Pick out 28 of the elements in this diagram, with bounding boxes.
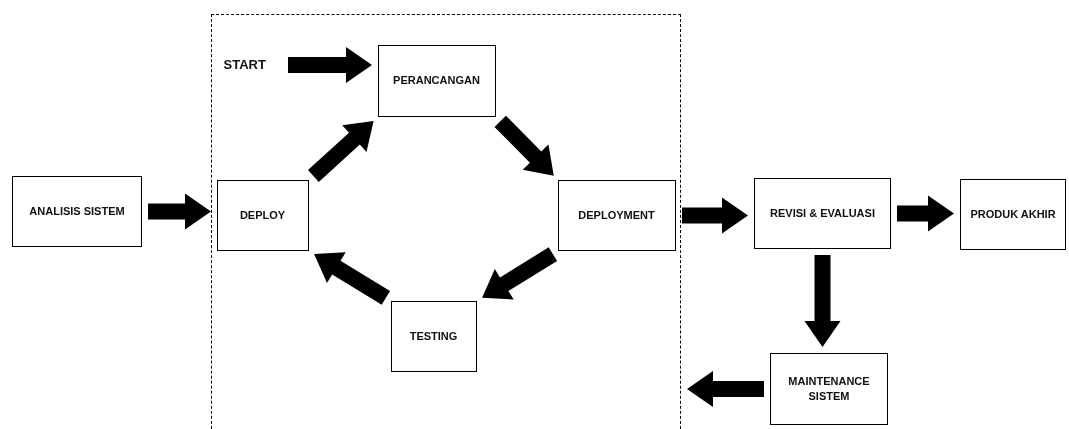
process-box — [960, 179, 1066, 250]
dashed-boundary — [211, 14, 681, 429]
block-arrow — [494, 115, 554, 176]
block-arrow — [314, 252, 390, 305]
box-label: DEPLOY — [239, 207, 286, 223]
block-arrow — [288, 47, 372, 83]
process-box — [770, 353, 888, 425]
process-box — [557, 179, 676, 251]
process-box — [12, 176, 142, 247]
block-arrow — [687, 371, 764, 407]
block-arrow — [897, 195, 954, 232]
box-label: DEPLOYMENT — [578, 207, 655, 223]
box-label: PERANCANGAN — [393, 73, 480, 88]
process-box — [390, 300, 477, 372]
block-arrow — [308, 121, 374, 182]
start-label: START — [223, 55, 266, 74]
box-label: PRODUK AKHIR — [970, 207, 1056, 222]
block-arrow — [148, 193, 211, 230]
box-label: TESTING — [409, 328, 458, 344]
process-box — [377, 44, 496, 117]
block-arrow — [482, 247, 558, 300]
block-arrow — [804, 255, 841, 347]
process-box — [754, 178, 891, 249]
block-arrow — [682, 197, 748, 234]
box-label: ANALISIS SISTEM — [29, 204, 125, 219]
process-box — [216, 179, 309, 251]
box-label: MAINTENANCE SISTEM — [787, 374, 871, 404]
box-label: REVISI & EVALUASI — [770, 206, 875, 221]
